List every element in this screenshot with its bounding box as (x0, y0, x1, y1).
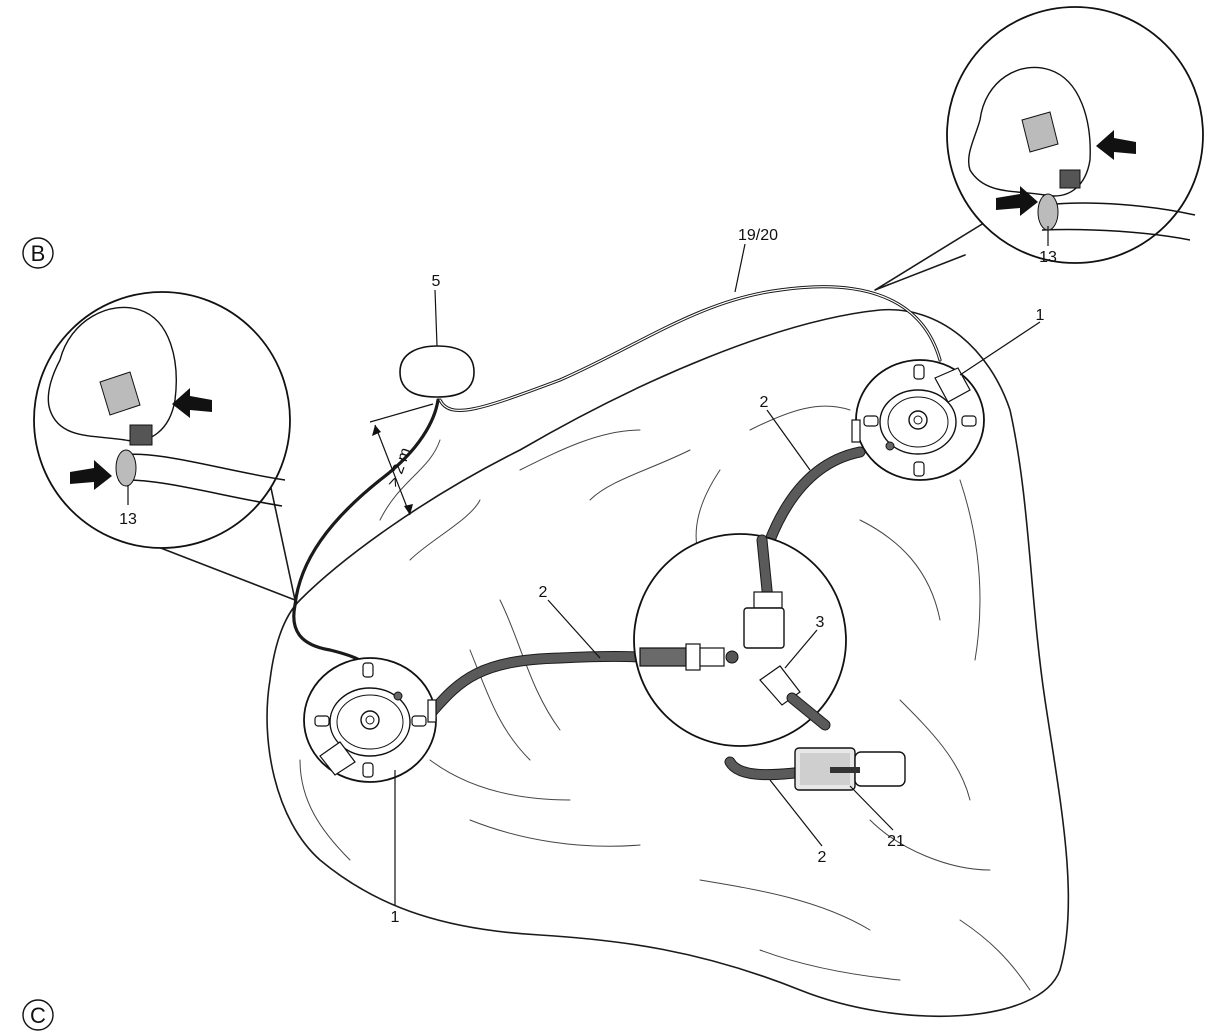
callout-clip-right: 13 (1039, 249, 1057, 266)
press-arrow-icon (1096, 130, 1136, 160)
callout-labels: 5 19/20 1 2 2 3 13 13 1 2 21 (119, 227, 1057, 926)
filter-21 (794, 747, 906, 791)
clip-detail-left (33, 291, 296, 601)
section-label-c: C (22, 999, 54, 1031)
ground-contours (299, 405, 1031, 991)
connector-detail-circle (633, 533, 847, 747)
section-label-b: B (22, 237, 54, 269)
dimension-indicator: > 2 m (369, 403, 434, 516)
probe-left (303, 657, 437, 783)
clip-detail-right (874, 6, 1204, 291)
callout-filter: 21 (887, 833, 905, 850)
callout-hose-right: 2 (760, 394, 769, 411)
unit-5 (399, 345, 475, 398)
callout-probe-left: 1 (391, 909, 400, 926)
section-label-c-text: C (30, 1003, 46, 1028)
leader-lines (394, 243, 1041, 905)
section-label-b-text: B (31, 241, 46, 266)
callout-hose-left: 2 (539, 584, 548, 601)
callout-clip-left: 13 (119, 511, 137, 528)
callout-probe-right: 1 (1036, 307, 1045, 324)
ground-area (266, 308, 1070, 1018)
probe-right (851, 359, 985, 481)
cable-19-20 (292, 285, 942, 672)
dimension-label: > 2 m (385, 446, 415, 490)
callout-unit: 5 (432, 273, 441, 290)
callout-cable: 19/20 (738, 227, 778, 244)
callout-connector: 3 (816, 614, 825, 631)
press-arrow-icon (996, 186, 1038, 216)
callout-hose-bottom: 2 (818, 849, 827, 866)
press-arrow-icon (70, 460, 112, 490)
press-arrow-icon (172, 388, 212, 418)
